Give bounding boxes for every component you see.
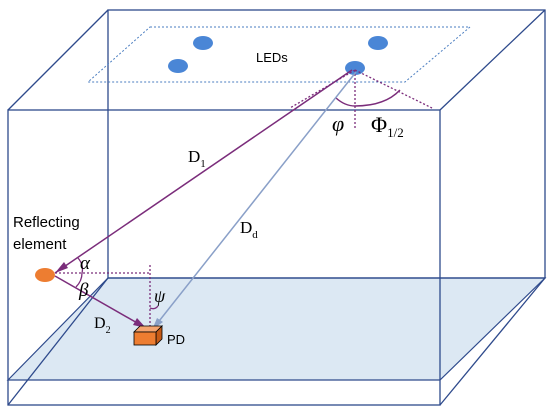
- reflecting-element: [35, 268, 55, 282]
- direct-path: [151, 71, 357, 331]
- floor-plane: [6, 277, 547, 381]
- alpha-label: α: [80, 253, 91, 274]
- d1-label-sub: 1: [200, 158, 206, 170]
- dd-label: Dd: [240, 218, 258, 241]
- dd-label-base: D: [240, 218, 252, 237]
- d2-label: D2: [94, 315, 111, 336]
- led-array-outline: [86, 26, 472, 83]
- led-1: [193, 36, 213, 50]
- alpha-arc: [77, 257, 84, 274]
- beta-label: β: [78, 280, 89, 301]
- beta-arc: [75, 272, 83, 288]
- d1-path: [54, 69, 353, 274]
- half-power-label-base: Φ: [371, 112, 387, 137]
- d1-label: D1: [188, 147, 206, 170]
- phi-label: φ: [332, 111, 344, 136]
- half-power-label: Φ1/2: [371, 112, 404, 140]
- half-power-label-sub: 1/2: [387, 125, 404, 140]
- d2-label-base: D: [94, 315, 106, 332]
- reflecting-label-line1: Reflecting: [13, 214, 80, 231]
- d1-arrowhead: [55, 262, 68, 273]
- psi-arc: [149, 305, 159, 310]
- photodetector: [133, 325, 163, 346]
- half-power-arc: [354, 89, 401, 107]
- phi-arc: [335, 97, 356, 107]
- led-3: [168, 59, 188, 73]
- dd-label-sub: d: [252, 229, 258, 241]
- d2-arrowhead: [133, 318, 146, 328]
- d2-label-sub: 2: [106, 325, 111, 336]
- d1-label-base: D: [188, 147, 200, 166]
- pd-label: PD: [167, 332, 185, 347]
- d2-path: [54, 275, 147, 329]
- led-2: [368, 36, 388, 50]
- room-box: [7, 9, 546, 406]
- half-power-right-line: [354, 69, 433, 109]
- reflecting-label-line2: element: [13, 236, 67, 253]
- leds-label: LEDs: [256, 50, 288, 65]
- psi-label: ψ: [154, 286, 166, 306]
- half-power-left-line: [289, 69, 356, 109]
